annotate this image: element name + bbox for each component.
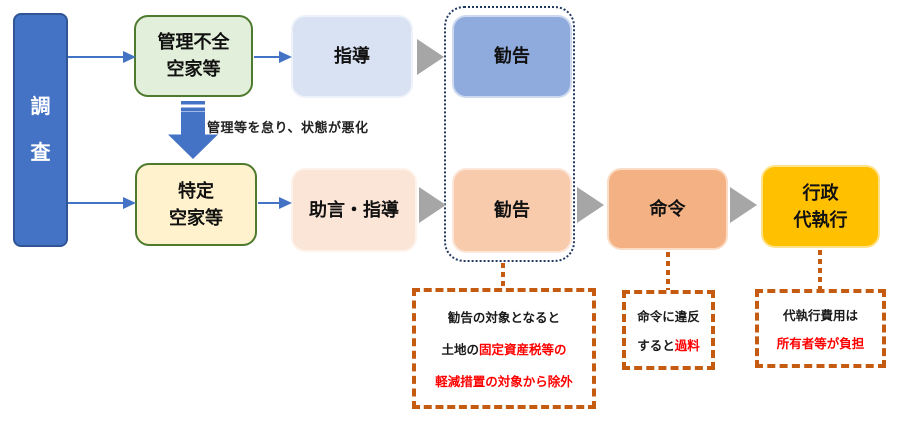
guidance-label: 指導 — [334, 46, 370, 66]
mismanaged-line2: 空家等 — [166, 59, 221, 79]
execution-note-line1: 代執行費用は — [782, 308, 858, 323]
guidance-box: 指導 — [291, 15, 413, 98]
note-connector — [818, 250, 822, 290]
execution-note: 代執行費用は 所有者等が負担 — [755, 289, 886, 368]
recommendation-bottom-label: 勧告 — [494, 200, 530, 220]
recommendation-note-line2: 土地の固定資産税等の — [441, 339, 566, 358]
recommendation-note-line1: 勧告の対象となると — [447, 311, 561, 325]
blue-arrow-icon — [258, 197, 292, 209]
investigation-label-char2: 査 — [30, 142, 51, 164]
specified-vacant-house-box: 特定 空家等 — [135, 163, 257, 246]
advice-guidance-label: 助言・指導 — [309, 199, 399, 220]
mismanaged-vacant-house-box: 管理不全 空家等 — [134, 15, 253, 97]
blue-arrow-icon — [68, 197, 136, 209]
advice-guidance-box: 助言・指導 — [291, 168, 417, 252]
recommendation-top-label: 勧告 — [494, 46, 530, 66]
blue-arrow-icon — [68, 51, 136, 63]
specified-line2: 空家等 — [169, 207, 223, 228]
investigation-box: 調 査 — [13, 13, 68, 247]
order-note-line1: 命令に違反 — [637, 310, 700, 324]
flow-arrow-icon — [577, 187, 604, 223]
order-label: 命令 — [649, 198, 686, 219]
execution-line2: 代執行 — [793, 209, 848, 230]
order-note-line2: すると過料 — [637, 335, 700, 354]
order-note-line2-black: すると — [637, 339, 675, 353]
recommendation-note-line2-black: 土地の — [441, 343, 479, 357]
flow-arrow-icon — [730, 187, 757, 223]
mismanaged-line1: 管理不全 — [157, 32, 230, 52]
flow-arrow-icon — [417, 39, 444, 75]
deterioration-arrow-icon — [168, 101, 218, 159]
note-connector — [501, 263, 505, 290]
specified-line1: 特定 — [178, 180, 214, 201]
order-note-line2-red: 過料 — [674, 339, 700, 353]
deterioration-label: 管理等を怠り、状態が悪化 — [207, 120, 369, 135]
note-connector — [666, 252, 670, 291]
recommendation-bottom-box: 勧告 — [452, 168, 572, 253]
execution-note-line2: 所有者等が負担 — [776, 337, 865, 352]
recommendation-top-box: 勧告 — [452, 15, 572, 98]
recommendation-note-line3: 軽減措置の対象から除外 — [435, 375, 573, 389]
blue-arrow-icon — [254, 51, 292, 63]
investigation-label-char1: 調 — [30, 96, 51, 118]
order-note: 命令に違反 すると過料 — [622, 290, 715, 370]
recommendation-note-line2-red: 固定資産税等の — [479, 343, 567, 357]
recommendation-note: 勧告の対象となると 土地の固定資産税等の 軽減措置の対象から除外 — [412, 288, 596, 409]
administrative-execution-box: 行政 代執行 — [761, 165, 880, 248]
flow-arrow-icon — [419, 187, 446, 223]
execution-line1: 行政 — [802, 182, 839, 203]
order-box: 命令 — [607, 168, 728, 250]
